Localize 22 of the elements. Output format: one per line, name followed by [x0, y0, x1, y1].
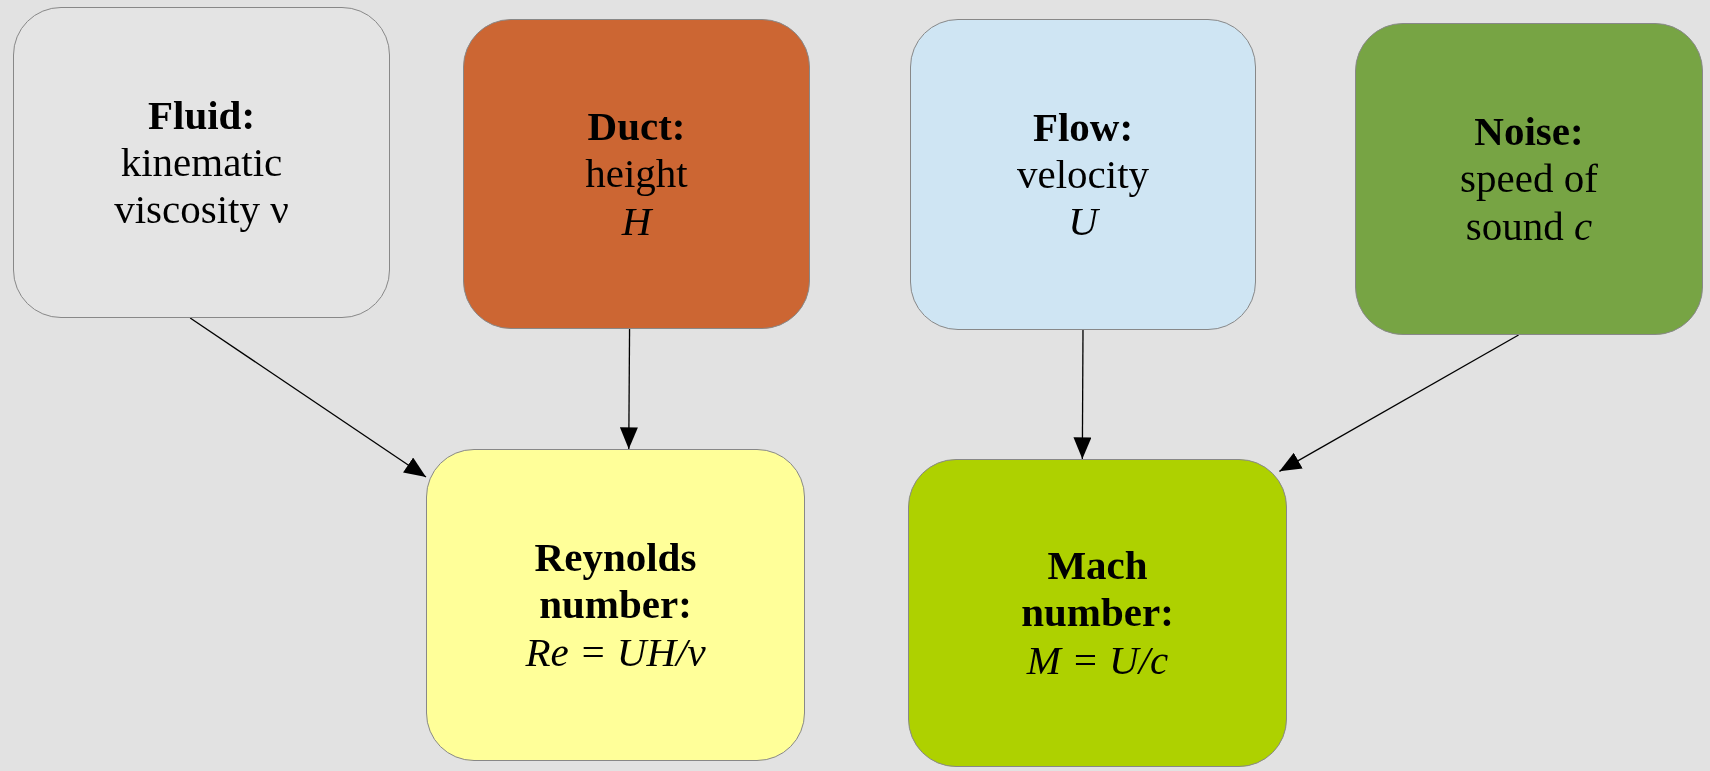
rounded-box	[463, 19, 810, 329]
rounded-box	[426, 449, 805, 761]
box-text: speed of sound c	[1459, 155, 1599, 250]
arrow	[619, 328, 638, 450]
box-heading: Flow:	[1032, 103, 1134, 151]
box-heading: Duct:	[587, 103, 686, 151]
arrow	[1278, 334, 1520, 472]
rounded-box	[910, 19, 1256, 330]
box-heading: Reynolds number:	[533, 534, 698, 629]
box-heading: Mach number:	[1020, 542, 1175, 637]
rounded-box	[13, 7, 390, 318]
arrow	[189, 317, 427, 478]
box-text: M = U/c	[1026, 636, 1169, 684]
box-text: Re = UH/ν	[525, 628, 706, 676]
arrow	[1073, 329, 1092, 460]
rounded-box	[908, 459, 1287, 767]
box-text: kinematic viscosity ν	[113, 138, 290, 234]
box-heading: Noise:	[1474, 108, 1584, 156]
box-text: velocity U	[1015, 150, 1151, 246]
box-text: height H	[584, 150, 689, 245]
box-heading: Fluid:	[147, 91, 256, 139]
rounded-box	[1355, 23, 1703, 335]
